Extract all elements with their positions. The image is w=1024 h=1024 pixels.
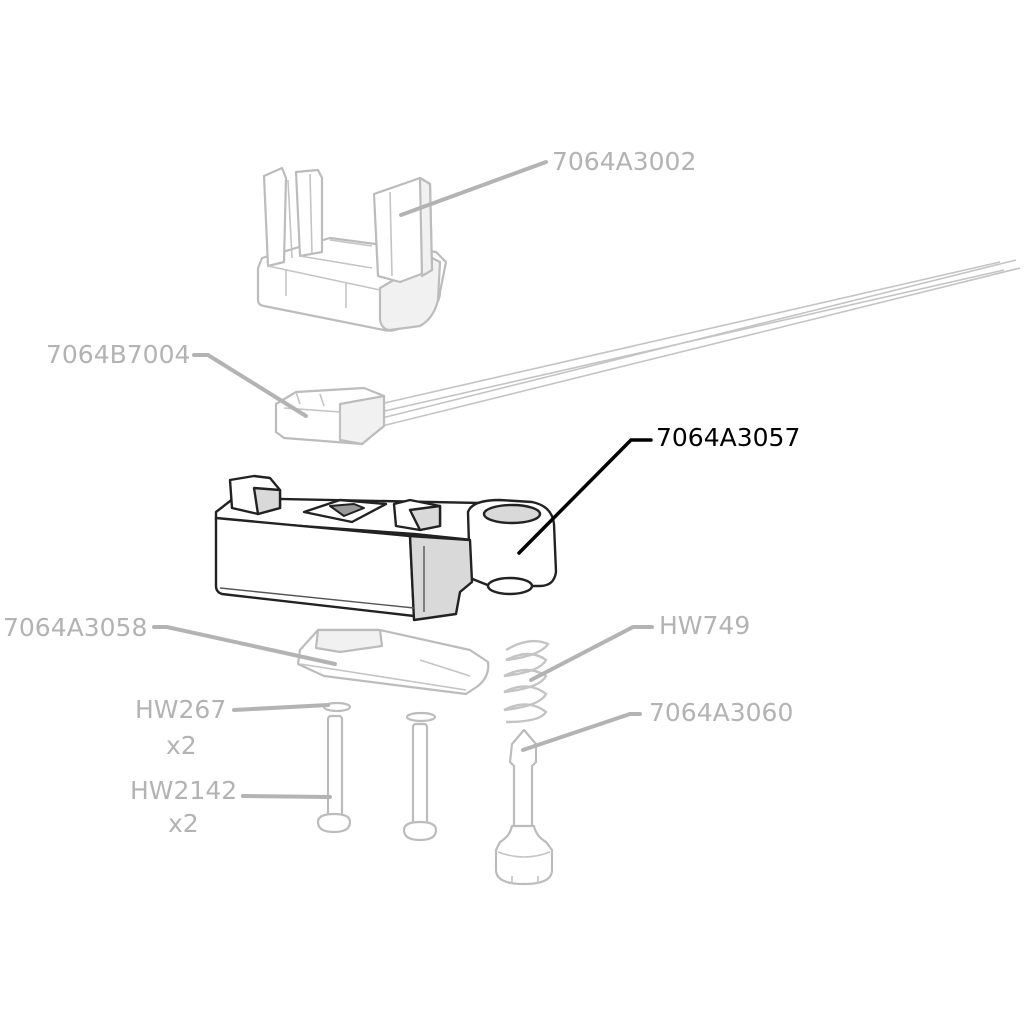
leader-sensor-cable bbox=[192, 353, 308, 418]
label-trigger-body[interactable]: 7064A3057 bbox=[656, 423, 800, 452]
part-trigger-body[interactable] bbox=[214, 474, 558, 622]
leader-trigger-body bbox=[517, 438, 653, 555]
leader-pin bbox=[241, 794, 332, 799]
label-spring[interactable]: HW749 bbox=[659, 611, 750, 640]
leader-washer bbox=[232, 703, 330, 712]
leader-plunger bbox=[521, 712, 642, 752]
label-pin[interactable]: HW2142 bbox=[130, 776, 237, 805]
part-plunger[interactable] bbox=[494, 728, 554, 886]
leader-spring bbox=[529, 625, 654, 682]
label-washer-qty: x2 bbox=[166, 731, 197, 760]
part-pins[interactable] bbox=[316, 714, 438, 842]
part-sensor-housing[interactable] bbox=[256, 166, 448, 332]
leader-trigger-cover bbox=[152, 625, 337, 666]
label-pin-qty: x2 bbox=[168, 809, 199, 838]
part-spring[interactable] bbox=[503, 639, 550, 724]
label-sensor-cable[interactable]: 7064B7004 bbox=[46, 340, 190, 369]
label-sensor-housing[interactable]: 7064A3002 bbox=[552, 147, 696, 176]
part-sensor-cable[interactable] bbox=[274, 259, 1021, 446]
label-washer[interactable]: HW267 bbox=[135, 695, 226, 724]
label-trigger-cover[interactable]: 7064A3058 bbox=[3, 613, 147, 642]
label-plunger[interactable]: 7064A3060 bbox=[649, 698, 793, 727]
part-trigger-cover[interactable] bbox=[296, 628, 490, 696]
leader-sensor-housing bbox=[399, 160, 548, 217]
